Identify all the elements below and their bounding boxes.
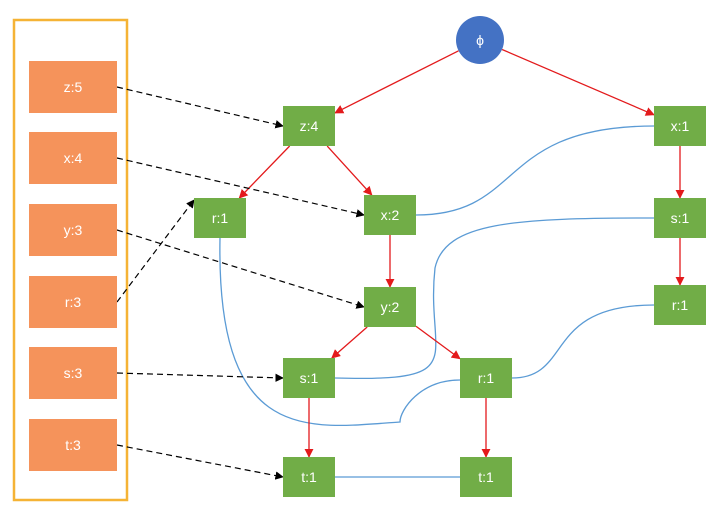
tree-edge-z4-x2 bbox=[326, 145, 373, 196]
tree-node-x1: x:1 bbox=[654, 106, 706, 146]
tree-node-t1b: t:1 bbox=[460, 457, 512, 497]
tree-node-label: x:2 bbox=[381, 207, 400, 223]
header-item-label: x:4 bbox=[64, 150, 83, 166]
node-link-s1a-s1b bbox=[334, 217, 655, 380]
header-item-box bbox=[29, 61, 117, 113]
header-table-panel bbox=[12, 18, 129, 502]
header-item-box bbox=[29, 204, 117, 256]
root-circle bbox=[456, 16, 504, 64]
header-item-z: z:5 bbox=[29, 61, 117, 113]
tree-node-label: x:1 bbox=[671, 118, 690, 134]
tree-node-r1b: r:1 bbox=[460, 358, 512, 398]
tree-node-box bbox=[194, 198, 246, 238]
tree-node-z4: z:4 bbox=[283, 106, 335, 146]
tree-node-box bbox=[283, 457, 335, 497]
tree-node-box bbox=[654, 106, 706, 146]
header-item-label: t:3 bbox=[65, 437, 81, 453]
root-label: ϕ bbox=[476, 32, 484, 48]
tree-node-box bbox=[364, 195, 416, 235]
header-pointer-h-t-t1a bbox=[116, 444, 284, 480]
tree-node-box bbox=[283, 358, 335, 398]
header-pointer-h-y-y2 bbox=[116, 229, 365, 309]
header-item-box bbox=[29, 347, 117, 399]
tree-node-label: r:1 bbox=[478, 370, 495, 386]
header-item-box bbox=[29, 419, 117, 471]
tree-node-label: t:1 bbox=[478, 469, 494, 485]
tree-node-x2: x:2 bbox=[364, 195, 416, 235]
tree-node-y2: y:2 bbox=[364, 287, 416, 327]
tree-edge-root-x1 bbox=[501, 48, 655, 116]
header-item-label: z:5 bbox=[64, 79, 83, 95]
root-node: ϕ bbox=[456, 16, 504, 64]
tree-node-label: r:1 bbox=[672, 297, 689, 313]
node-link-r1a-r1b bbox=[219, 237, 461, 426]
tree-node-t1a: t:1 bbox=[283, 457, 335, 497]
tree-node-label: y:2 bbox=[381, 299, 400, 315]
header-pointer-h-z-z4 bbox=[116, 86, 284, 129]
tree-node-label: t:1 bbox=[301, 469, 317, 485]
tree-node-r1c: r:1 bbox=[654, 285, 706, 325]
header-pointers-layer bbox=[116, 86, 365, 480]
tree-node-box bbox=[460, 457, 512, 497]
node-link-r1b-r1c bbox=[511, 304, 655, 379]
header-item-s: s:3 bbox=[29, 347, 117, 399]
header-item-label: y:3 bbox=[64, 222, 83, 238]
tree-edge-z4-r1a bbox=[238, 145, 291, 199]
tree-node-s1b: s:1 bbox=[654, 198, 706, 238]
tree-edge-root-z4 bbox=[334, 50, 459, 114]
tree-node-box bbox=[283, 106, 335, 146]
tree-node-box bbox=[460, 358, 512, 398]
tree-node-label: z:4 bbox=[300, 118, 319, 134]
header-item-t: t:3 bbox=[29, 419, 117, 471]
tree-node-box bbox=[654, 285, 706, 325]
header-item-x: x:4 bbox=[29, 132, 117, 184]
header-pointer-h-s-s1a bbox=[116, 372, 284, 382]
tree-edge-y2-r1b bbox=[415, 325, 461, 360]
tree-node-r1a: r:1 bbox=[194, 198, 246, 238]
tree-edges-layer bbox=[238, 48, 685, 458]
header-pointer-h-r-r1a bbox=[116, 199, 195, 303]
header-item-box bbox=[29, 132, 117, 184]
nodes-layer: z:5 x:4 y:3 r:3 s:3 t:3 ϕ z:4 r:1 x:2 y:2 s:1 r:1 t:1… bbox=[29, 16, 706, 497]
tree-node-label: s:1 bbox=[300, 370, 319, 386]
node-link-x2-x1 bbox=[415, 125, 655, 216]
header-item-label: s:3 bbox=[64, 365, 83, 381]
tree-node-label: s:1 bbox=[671, 210, 690, 226]
node-links-layer bbox=[219, 125, 655, 478]
header-item-box bbox=[29, 276, 117, 328]
header-item-label: r:3 bbox=[65, 294, 82, 310]
header-item-r: r:3 bbox=[29, 276, 117, 328]
tree-edge-y2-s1a bbox=[331, 326, 368, 359]
tree-node-box bbox=[364, 287, 416, 327]
tree-node-s1a: s:1 bbox=[283, 358, 335, 398]
header-item-y: y:3 bbox=[29, 204, 117, 256]
tree-node-label: r:1 bbox=[212, 210, 229, 226]
tree-node-box bbox=[654, 198, 706, 238]
header-pointer-h-x-x2 bbox=[116, 157, 365, 218]
